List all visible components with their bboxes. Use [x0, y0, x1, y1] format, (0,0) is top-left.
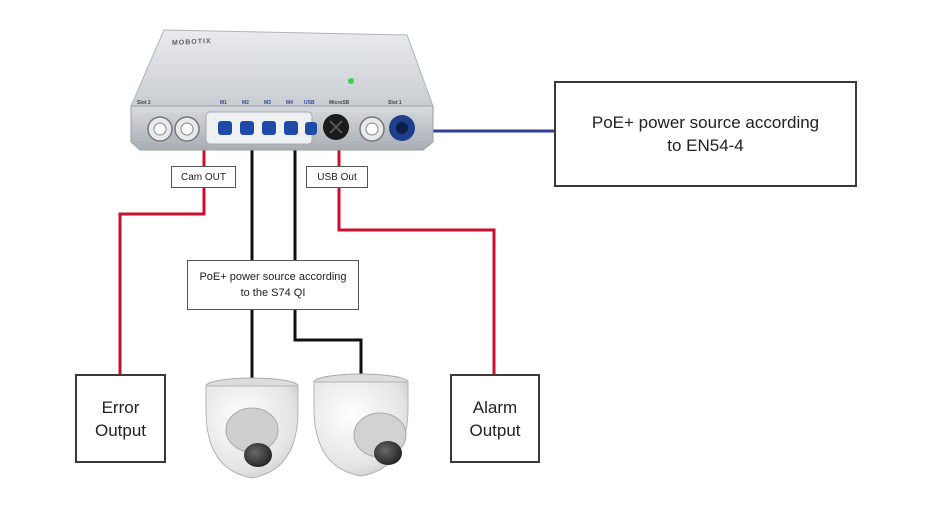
ethernet-ports [218, 121, 317, 135]
dome-camera-right [313, 373, 409, 477]
port-label-m3: M3 [264, 100, 271, 106]
usb-port [305, 122, 317, 135]
port-label-m4: M4 [286, 100, 293, 106]
ethernet-port [284, 121, 298, 135]
cam-out-label: Cam OUT [181, 171, 226, 183]
red-wire-to-error-output [118, 188, 206, 374]
usb-out-box: USB Out [306, 166, 368, 188]
usb-out-label: USB Out [317, 171, 357, 183]
port-label-m2: M2 [242, 100, 249, 106]
connector-left-2 [174, 116, 200, 142]
connector-right-1 [359, 116, 385, 142]
poe-en54-label: PoE+ power source according to EN54-4 [591, 113, 820, 155]
error-output-box: Error Output [75, 374, 166, 463]
black-wire-right-lower [293, 310, 363, 375]
poe-s74-box: PoE+ power source according to the S74 Q… [187, 260, 359, 310]
poe-en54-box: PoE+ power source according to EN54-4 [554, 81, 857, 187]
poe-s74-label: PoE+ power source according to the S74 Q… [199, 271, 347, 299]
microsb-label: MicroSB [329, 100, 350, 106]
ethernet-port [240, 121, 254, 135]
cam-out-box: Cam OUT [171, 166, 236, 188]
connector-left-1 [147, 116, 173, 142]
dome-camera-left [205, 377, 299, 479]
mobotix-device [130, 29, 434, 151]
microsb-connector [323, 114, 349, 140]
error-output-label: Error Output [94, 397, 147, 440]
slot-left-label: Slot 2 [137, 100, 151, 106]
status-led [348, 78, 354, 84]
wires [118, 129, 554, 378]
ethernet-port [218, 121, 232, 135]
red-wire-to-alarm-output [337, 188, 496, 374]
port-label-usb: USB [304, 100, 315, 106]
connector-right-blue [389, 115, 415, 141]
alarm-output-label: Alarm Output [469, 397, 521, 440]
ethernet-port [262, 121, 276, 135]
alarm-output-box: Alarm Output [450, 374, 540, 463]
slot-right-label: Slot 1 [388, 100, 402, 106]
port-label-m1: M1 [220, 100, 227, 106]
